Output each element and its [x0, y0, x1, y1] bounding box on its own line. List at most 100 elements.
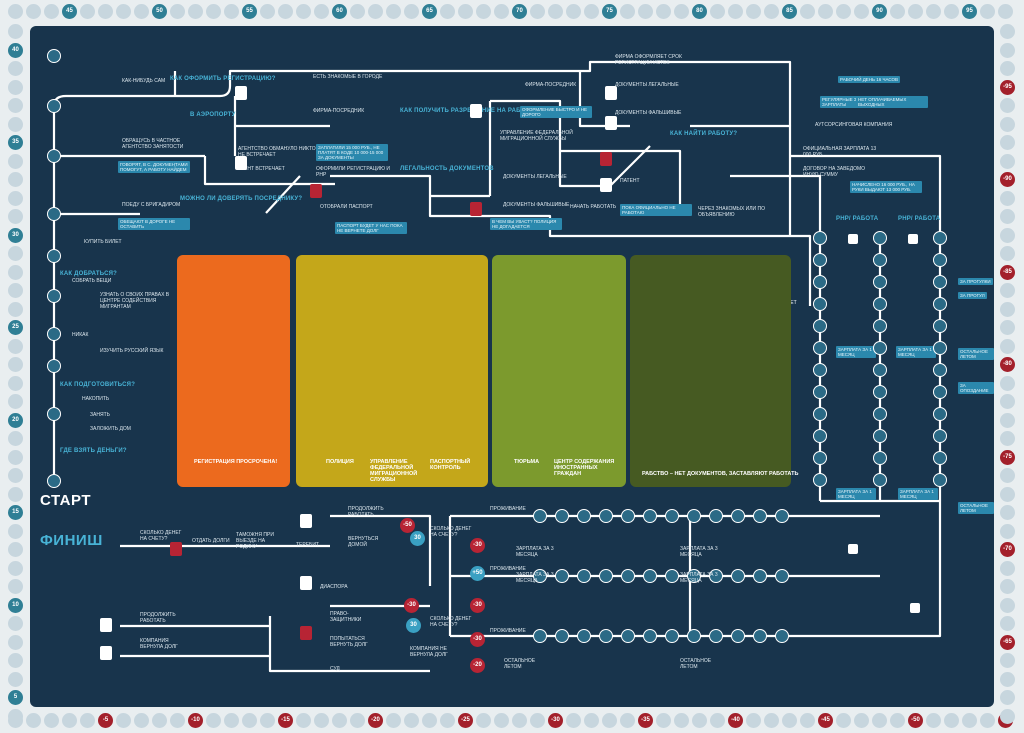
- ruler-tick: [8, 634, 23, 650]
- ruler-tick: [242, 713, 257, 728]
- question-label: КАК ДОБРАТЬСЯ?: [60, 271, 118, 277]
- bottom-step-label: ВЕРНУТЬСЯ ДОМОЙ: [348, 536, 379, 548]
- bottom-node: [731, 569, 745, 583]
- panel-registration: [177, 255, 290, 487]
- track-node: [813, 473, 827, 487]
- track-label: ЗАРПЛАТА ЗА 1 МЕСЯЦ: [898, 488, 938, 500]
- ruler-label-left: 30: [8, 227, 23, 243]
- ruler-tick: [116, 713, 131, 728]
- money-badge: -20: [470, 658, 485, 673]
- ruler-tick: [494, 713, 509, 728]
- track-node: [813, 429, 827, 443]
- ruler-label-top: 70: [512, 4, 527, 19]
- track-node: [933, 253, 947, 267]
- ruler-label-right: -80: [1000, 357, 1015, 372]
- top-step-label: ОФОРМИЛИ РЕГИСТРАЦИЮ И РНР: [316, 166, 391, 178]
- track-node: [813, 407, 827, 421]
- ruler-tick: [224, 4, 239, 19]
- bottom-node: [599, 509, 613, 523]
- track-label: ОСТАЛЬНОЕ ЛЕТОМ: [958, 348, 994, 360]
- ruler-tick: [1000, 690, 1015, 705]
- ruler-tick: [8, 79, 23, 95]
- spine-node: [47, 207, 61, 221]
- start-step-label: НАКОПИТЬ: [82, 396, 110, 402]
- start-step-label: ПОЕДУ С БРИГАДИРОМ: [122, 202, 181, 208]
- spine-node: [47, 149, 61, 163]
- ruler-label-left: 40: [8, 42, 23, 58]
- track-node: [873, 407, 887, 421]
- ruler-tick: [296, 4, 311, 19]
- track-node: [933, 231, 947, 245]
- spine-node: [47, 327, 61, 341]
- ruler-tick: [116, 4, 131, 19]
- bottom-step-label: ПОПЫТАТЬСЯ ВЕРНУТЬ ДОЛГ: [330, 636, 368, 648]
- panel-slavery: [630, 255, 791, 487]
- bottom-node: [753, 569, 767, 583]
- note-chip: РАБОЧИЙ ДЕНЬ 16 ЧАСОВ: [838, 76, 901, 83]
- bottom-node: [775, 629, 789, 643]
- ruler-tick: [584, 4, 599, 19]
- ruler-label-bottom: -45: [818, 713, 833, 728]
- track-node: [933, 407, 947, 421]
- ruler-label-top: 55: [242, 4, 257, 19]
- track-node: [873, 253, 887, 267]
- track-node: [933, 319, 947, 333]
- ruler-tick: [944, 4, 959, 19]
- document-icon: [470, 202, 482, 216]
- ruler-tick: [350, 4, 365, 19]
- bottom-step-label: ПРОДОЛЖИТЬ РАБОТАТЬ: [348, 506, 384, 518]
- ruler-tick: [1000, 24, 1015, 39]
- ruler-tick: [440, 4, 455, 19]
- ruler-tick: [1000, 98, 1015, 113]
- start-step-label: СОБРАТЬ ВЕЩИ: [72, 278, 112, 284]
- bottom-step-label: ПРОЖИВАНИЕ: [490, 628, 526, 634]
- question-label: В АЭРОПОРТУ: [190, 112, 236, 118]
- ruler-tick: [8, 61, 23, 76]
- ruler-tick: [710, 713, 725, 728]
- document-icon: [170, 542, 182, 556]
- ruler-tick: [800, 713, 815, 728]
- bottom-node: [753, 629, 767, 643]
- ruler-tick: [1000, 431, 1015, 446]
- bottom-step-label: ЗАРПЛАТА ЗА 3 МЕСЯЦА: [516, 546, 554, 558]
- question-label: КАК НАЙТИ РАБОТУ?: [670, 131, 738, 137]
- start-step-label: ЗАЛОЖИТЬ ДОМ: [90, 426, 131, 432]
- ruler-tick: [134, 4, 149, 19]
- ruler-tick: [8, 560, 23, 576]
- ruler-tick: [818, 4, 833, 19]
- start-step-label: УЗНАТЬ О СВОИХ ПРАВАХ В ЦЕНТРЕ СОДЕЙСТВИ…: [100, 292, 170, 310]
- ruler-tick: [260, 713, 275, 728]
- track-node: [813, 297, 827, 311]
- ruler-tick: [1000, 42, 1015, 58]
- top-step-label: ОТОБРАЛИ ПАСПОРТ: [320, 204, 373, 210]
- ruler-tick: [980, 4, 995, 19]
- ruler-tick: [710, 4, 725, 19]
- ruler-label-left: 10: [8, 597, 23, 613]
- ruler-tick: [926, 713, 941, 728]
- document-icon: [300, 576, 312, 590]
- top-step-label: НАЧАТЬ РАБОТАТЬ: [570, 204, 617, 210]
- bottom-step-label: СКОЛЬКО ДЕНЕГ НА СЧЕТУ?: [140, 530, 182, 542]
- ruler-tick: [1000, 616, 1015, 631]
- track-node: [873, 231, 887, 245]
- track-node: [873, 297, 887, 311]
- ruler-tick: [8, 468, 23, 483]
- track-label: ЗАРПЛАТА ЗА 1 МЕСЯЦ: [836, 346, 876, 358]
- ruler-tick: [422, 713, 437, 728]
- ruler-tick: [1000, 209, 1015, 224]
- ruler-tick: [1000, 61, 1015, 76]
- ruler-tick: [962, 713, 977, 728]
- ruler-tick: [8, 264, 23, 280]
- ruler-tick: [530, 713, 545, 728]
- panel-prison: [492, 255, 626, 487]
- ruler-tick: [494, 4, 509, 19]
- bottom-node: [687, 629, 701, 643]
- bottom-node: [709, 569, 723, 583]
- bottom-step-label: СКОЛЬКО ДЕНЕГ НА СЧЕТУ?: [430, 616, 472, 628]
- ruler-tick: [8, 708, 23, 724]
- top-step-label: УПРАВЛЕНИЕ ФЕДЕРАЛЬНОЙ МИГРАЦИОННОЙ СЛУЖ…: [500, 130, 573, 142]
- ruler-tick: [566, 4, 581, 19]
- ruler-tick: [656, 4, 671, 19]
- ruler-label-bottom: -35: [638, 713, 653, 728]
- ruler-label-bottom: -40: [728, 713, 743, 728]
